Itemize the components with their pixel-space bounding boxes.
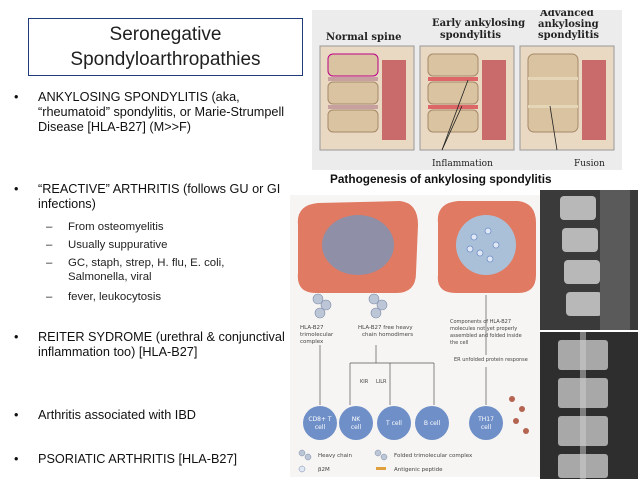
spine-illustration: Normal spine Early ankylosing spondyliti…: [312, 8, 622, 170]
bullet-dot-icon: •: [14, 452, 19, 466]
cd8-t-cell: [303, 406, 337, 440]
label-normal-spine: Normal spine: [326, 32, 401, 43]
bullet-dot-icon: •: [14, 408, 19, 422]
hla-b27-diagram-svg: HLA-B27 trimolecular complex HLA-B27 fre…: [290, 195, 540, 477]
label-trimolecular: HLA-B27: [300, 325, 324, 331]
label-fusion: Fusion: [574, 159, 605, 169]
label-components: Components of HLA-B27: [450, 319, 511, 325]
svg-text:β2M: β2M: [318, 467, 330, 473]
label-advanced-as: Advanced: [539, 10, 594, 19]
bullet-psoriatic: • PSORIATIC ARTHRITIS [HLA-B27]: [14, 452, 238, 466]
sub-item: – GC, staph, strep, H. flu, E. coli, Sal…: [46, 257, 225, 283]
svg-text:Folded trimolecular complex: Folded trimolecular complex: [394, 453, 473, 459]
xray-spine-image-top: [540, 190, 638, 330]
bullet-reiter: • REITER SYDROME (urethral & conjunctiva…: [14, 330, 285, 359]
er-compartment: [456, 215, 516, 275]
svg-text:cell: cell: [351, 424, 362, 431]
svg-text:spondylitis: spondylitis: [538, 30, 599, 41]
svg-text:the cell: the cell: [450, 340, 468, 346]
nk-cell: [339, 406, 373, 440]
label-early-as: Early ankylosing: [432, 18, 525, 29]
svg-text:KIR: KIR: [360, 379, 369, 385]
bullet-ibd: • Arthritis associated with IBD: [14, 408, 196, 422]
nucleus: [322, 215, 394, 275]
sub-item: – fever, leukocytosis: [46, 291, 162, 303]
hla-b27-diagram: HLA-B27 trimolecular complex HLA-B27 fre…: [290, 195, 540, 477]
sub-item: – From osteomyelitis: [46, 221, 164, 233]
svg-text:B cell: B cell: [424, 420, 441, 427]
svg-text:chain homodimers: chain homodimers: [362, 332, 413, 338]
svg-text:cell: cell: [481, 424, 492, 431]
slide-title: Seronegative Spondyloarthropathies: [28, 18, 303, 76]
svg-text:LILR: LILR: [376, 379, 387, 385]
normal-spine-panel: Normal spine: [319, 32, 415, 151]
label-free-heavy-chain: HLA-B27 free heavy: [358, 325, 413, 331]
bullet-ankylosing: • ANKYLOSING SPONDYLITIS (aka, “rheumato…: [14, 90, 285, 134]
t-cell: [377, 406, 411, 440]
advanced-as-panel: Advanced ankylosing spondylitis Fusion: [519, 8, 615, 169]
svg-text:ankylosing: ankylosing: [538, 19, 599, 30]
label-inflammation: Inflammation: [432, 159, 493, 169]
b-cell: [415, 406, 449, 440]
title-line-2: Spondyloarthropathies: [70, 49, 261, 70]
svg-text:molecules not yet properly: molecules not yet properly: [450, 326, 517, 332]
bullet-reactive: • “REACTIVE” ARTHRITIS (follows GU or GI…: [14, 182, 281, 211]
svg-text:Heavy chain: Heavy chain: [318, 453, 353, 459]
sub-item: – Usually suppurative: [46, 239, 168, 251]
bullet-dot-icon: •: [14, 330, 19, 344]
bullet-dot-icon: •: [14, 182, 19, 196]
label-er-response: ER unfolded protein response: [454, 357, 528, 363]
figure-caption: Pathogenesis of ankylosing spondylitis: [330, 172, 552, 186]
th17-cell: [469, 406, 503, 440]
svg-text:trimolecular: trimolecular: [300, 332, 334, 338]
svg-text:cell: cell: [315, 424, 326, 431]
spine-illustration-svg: Normal spine Early ankylosing spondyliti…: [312, 8, 622, 170]
svg-text:TH17: TH17: [477, 416, 494, 423]
title-line-1: Seronegative: [109, 24, 222, 45]
svg-text:NK: NK: [352, 416, 361, 423]
svg-text:complex: complex: [300, 339, 324, 345]
bullet-dot-icon: •: [14, 90, 19, 104]
diagram-legend: Heavy chain β2M Folded trimolecular comp…: [298, 449, 473, 473]
svg-text:T cell: T cell: [385, 420, 402, 427]
svg-text:spondylitis: spondylitis: [440, 30, 501, 41]
xray-spine-image-bottom: [540, 332, 638, 479]
svg-text:CD8+ T: CD8+ T: [308, 416, 332, 423]
svg-text:Antigenic peptide: Antigenic peptide: [394, 467, 443, 473]
early-as-panel: Early ankylosing spondylitis Inflammatio…: [419, 18, 525, 169]
